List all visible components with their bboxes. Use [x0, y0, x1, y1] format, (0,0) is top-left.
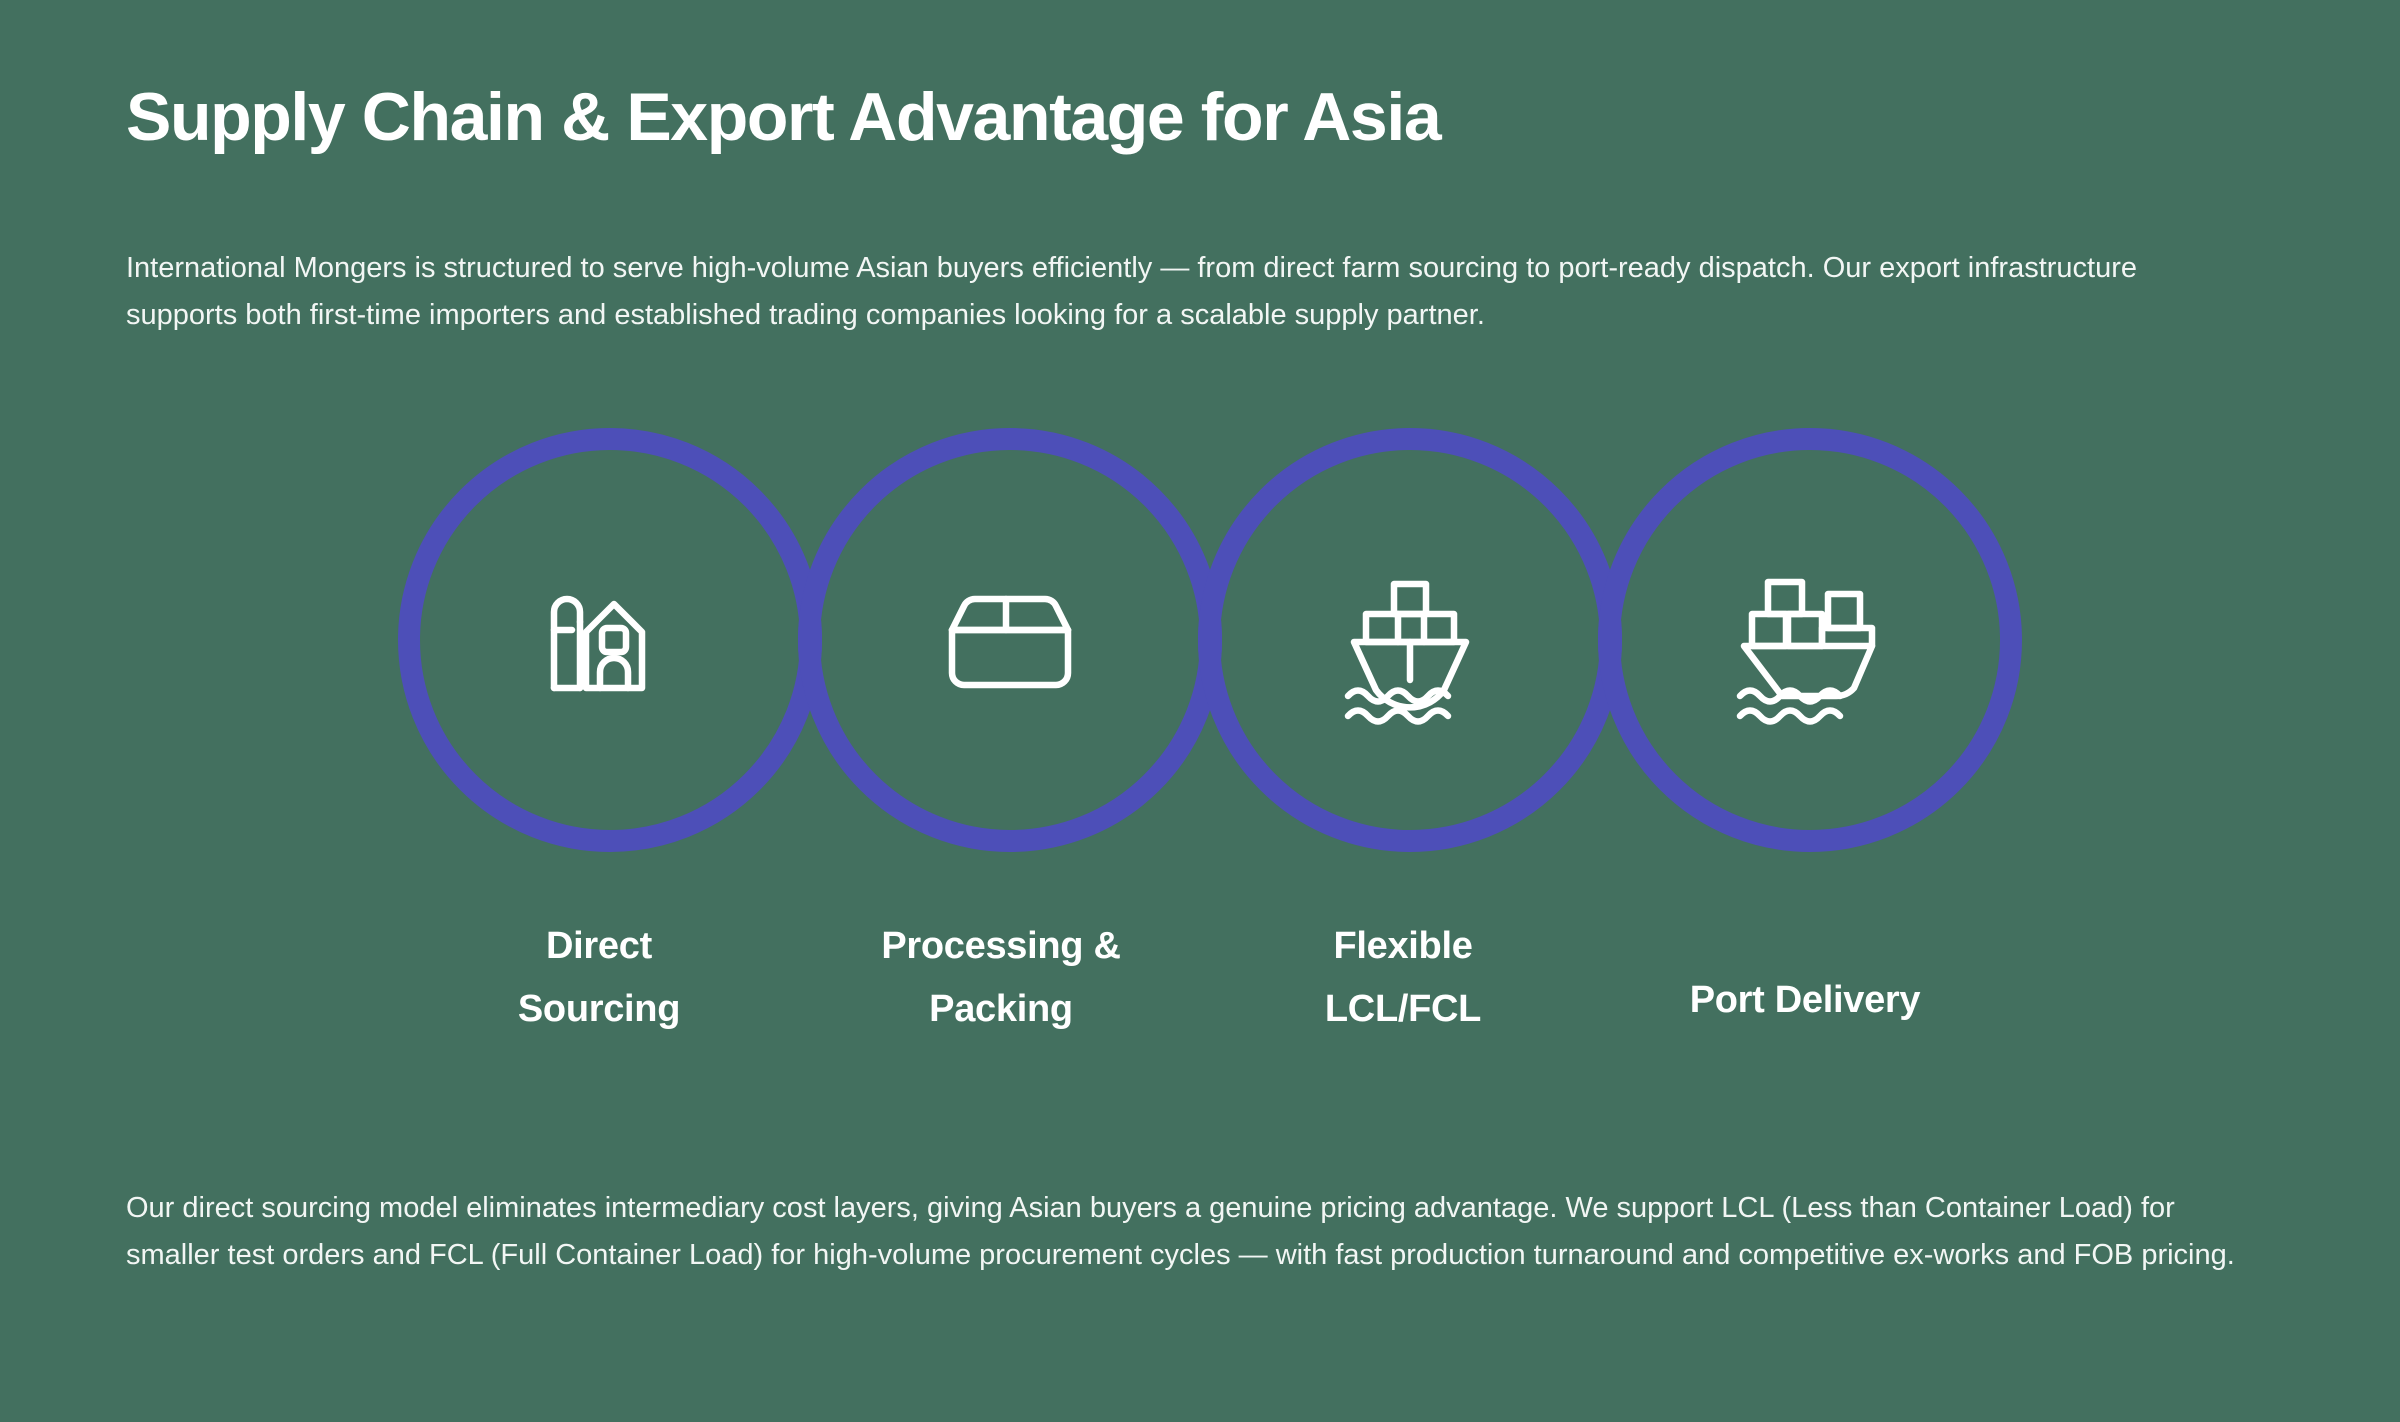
page-title: Supply Chain & Export Advantage for Asia [126, 79, 1442, 155]
step-label-line-1: Processing & [881, 925, 1121, 967]
step-label-direct-sourcing: Direct Sourcing [398, 915, 800, 1095]
intro-paragraph: International Mongers is structured to s… [126, 252, 2138, 331]
flow-diagram-svg [398, 428, 2022, 852]
outro-paragraph: Our direct sourcing model eliminates int… [126, 1192, 2235, 1271]
container-ship-front-icon [1344, 580, 1470, 725]
step-label-line-1: Port Delivery [1689, 978, 1921, 1021]
step-ring-1 [398, 428, 822, 852]
flow-ring-group [398, 428, 2022, 852]
cargo-ship-side-icon [1736, 578, 1876, 725]
package-box-icon [948, 595, 1072, 689]
step-label-processing-packing: Processing & Packing [800, 915, 1202, 1095]
step-label-line-2: Packing [929, 988, 1073, 1030]
step-ring-4 [1598, 428, 2022, 852]
step-label-port-delivery: Port Delivery [1604, 915, 2006, 1095]
step-label-line-2: Sourcing [517, 988, 681, 1030]
step-label-line-2: LCL/FCL [1324, 988, 1482, 1030]
step-label-line-1: Direct [546, 925, 652, 967]
step-label-line-1: Flexible [1333, 925, 1473, 967]
step-label-flexible-lcl-fcl: Flexible LCL/FCL [1202, 915, 1604, 1095]
farm-barn-icon [550, 595, 646, 692]
step-ring-2 [798, 428, 1222, 852]
step-label-row: Direct Sourcing Processing & Packing Fle… [398, 915, 2008, 1095]
supply-chain-flow-diagram [0, 400, 2400, 880]
